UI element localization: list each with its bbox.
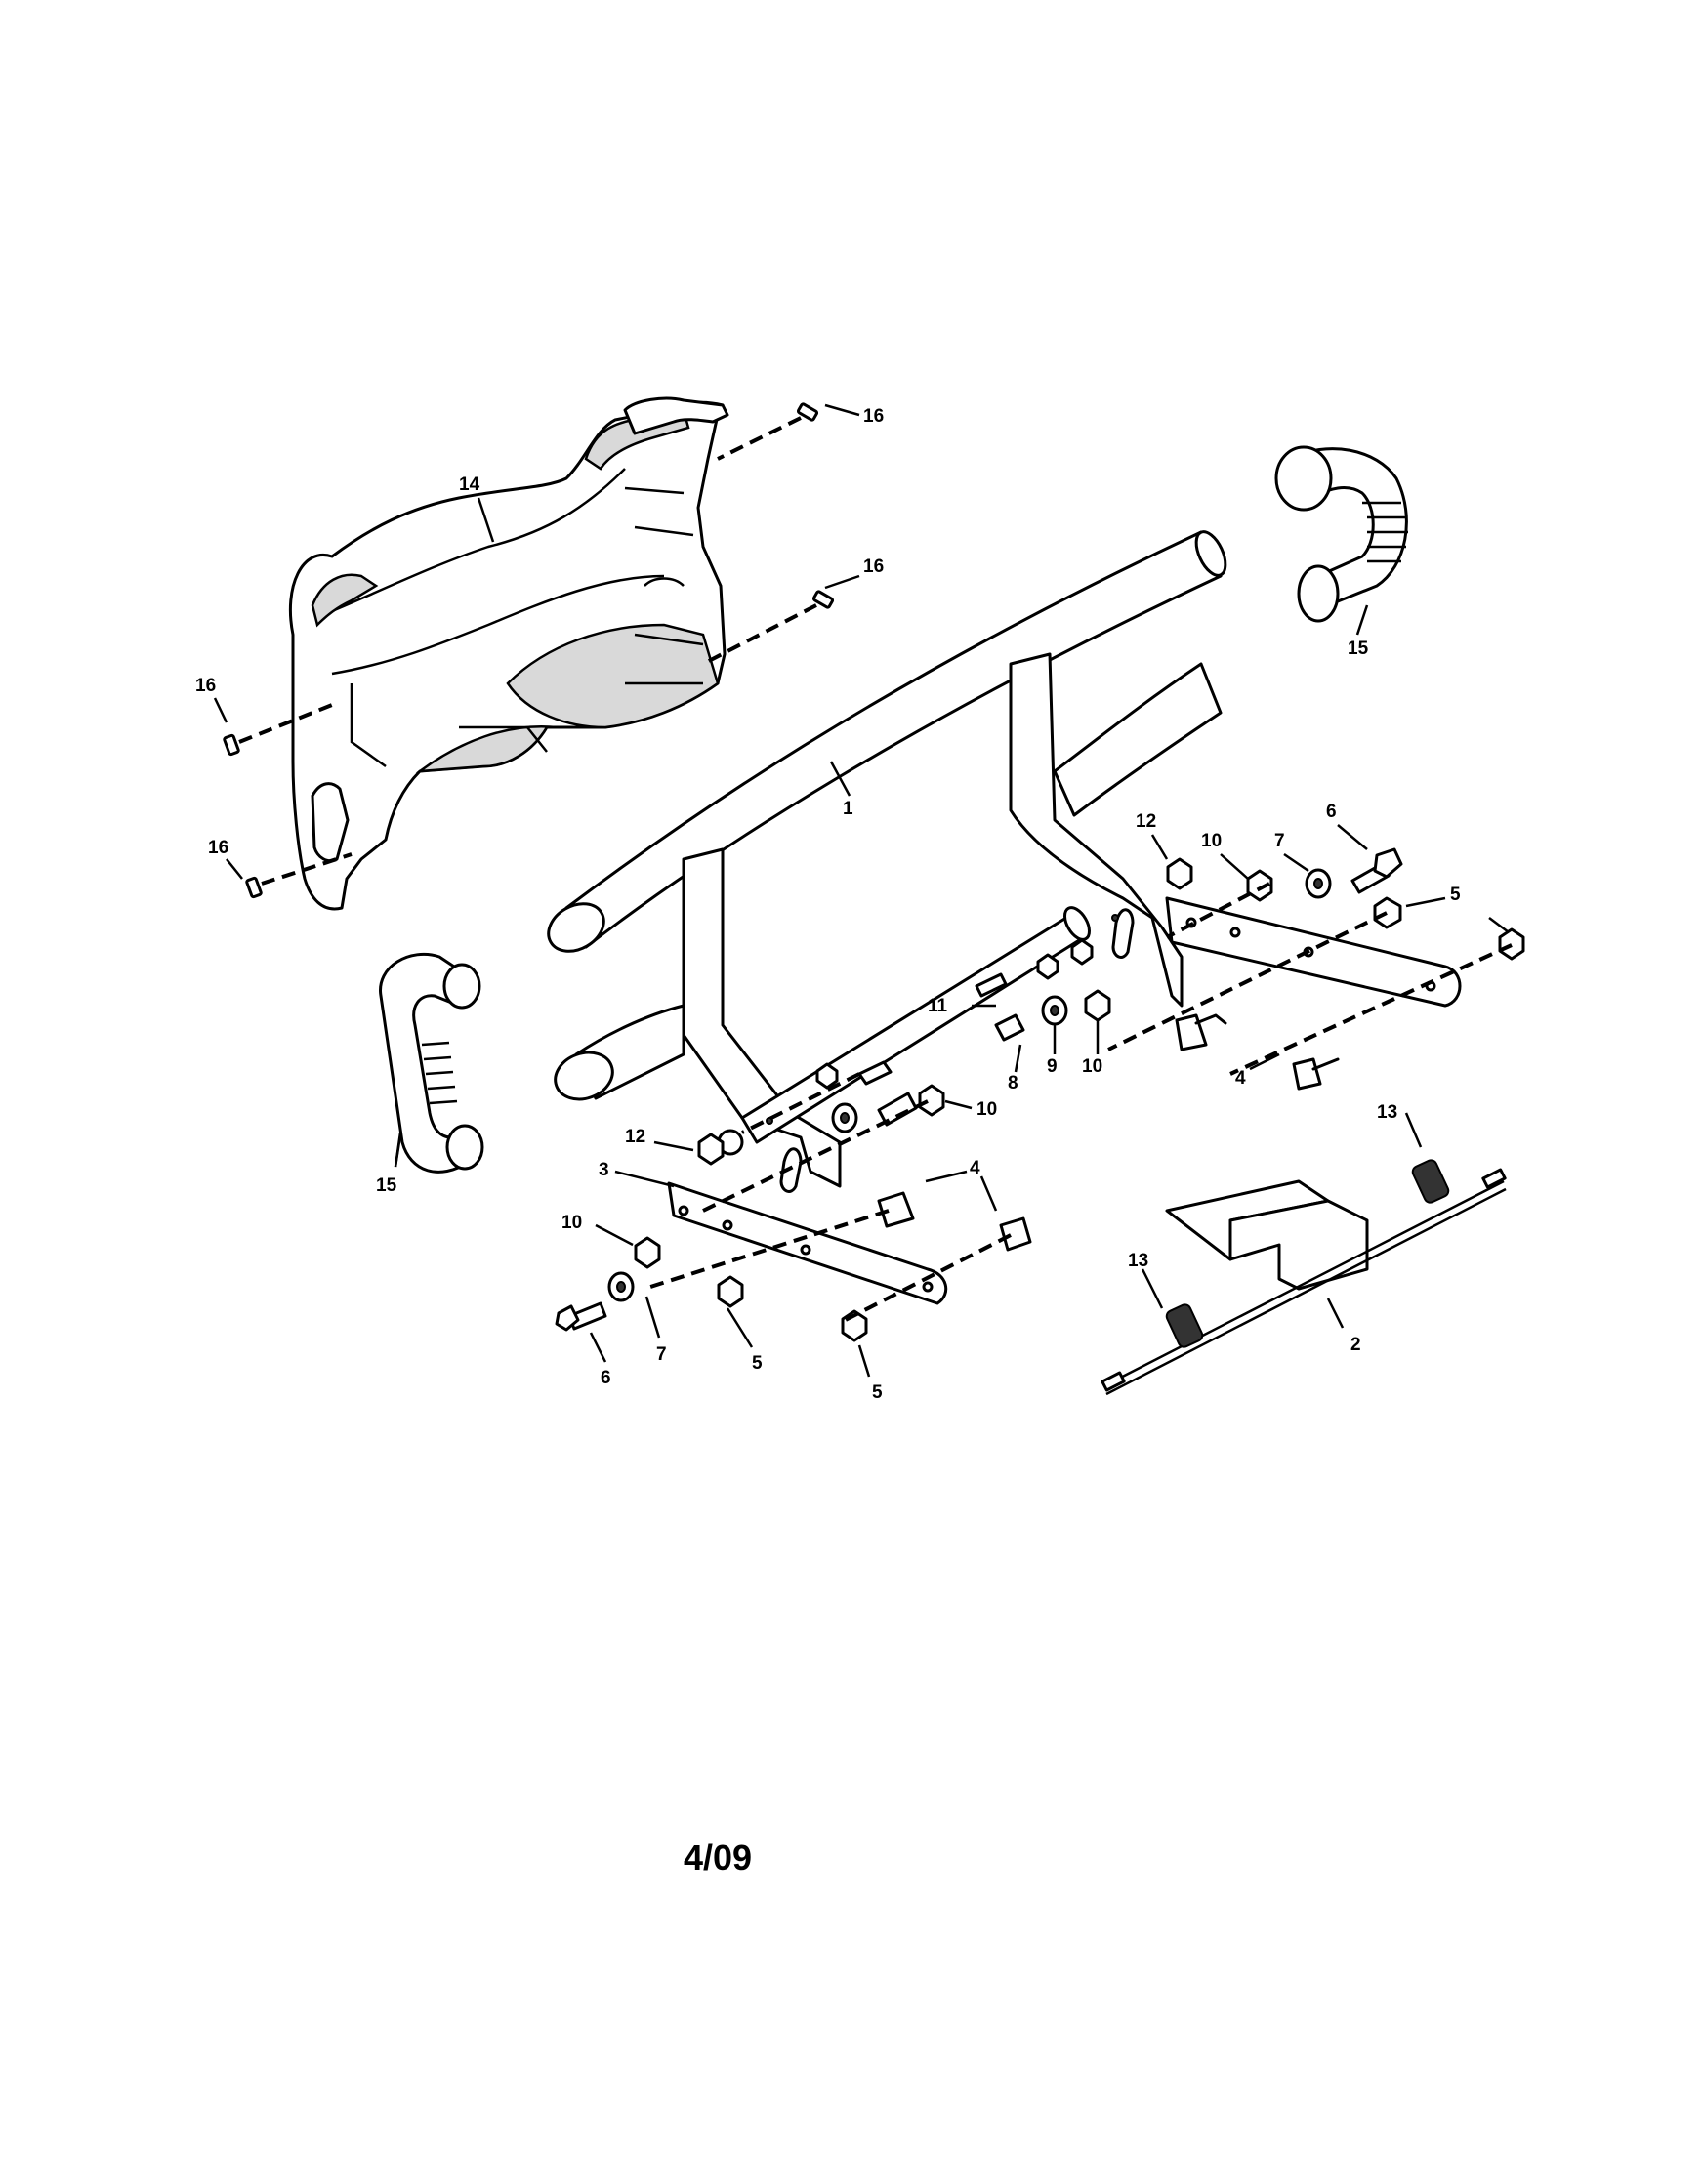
callout-nut-lock-right: 10 — [1201, 831, 1222, 851]
callout-bolt-carriage: 11 — [928, 996, 948, 1016]
alignment-line-1 — [1166, 882, 1270, 939]
spring-a — [1411, 1159, 1450, 1204]
callout-bolt-hex-right: 6 — [1326, 802, 1337, 822]
nut-lock-left-a — [918, 1084, 945, 1117]
nut-flange-right-b — [1498, 927, 1525, 961]
rod-part — [1101, 1168, 1507, 1396]
callout-nut-small-left: 12 — [625, 1127, 645, 1147]
callout-pin-right: 4 — [1235, 1068, 1246, 1089]
callout-rod: 2 — [1350, 1335, 1361, 1355]
bracket-left-part — [667, 1181, 948, 1305]
callout-screw-a: 16 — [863, 406, 884, 427]
callout-nut-flange-left-b: 5 — [872, 1382, 883, 1403]
spring-b — [1165, 1303, 1204, 1348]
cover-part — [288, 396, 729, 911]
handle-part-right — [1274, 445, 1408, 623]
callout-cover: 14 — [459, 474, 480, 495]
callout-washer-left: 7 — [656, 1344, 667, 1365]
callout-bolt-shoulder: 8 — [1008, 1073, 1018, 1093]
callout-labels: 16 16 16 16 14 1 15 15 12 10 7 6 5 11 8 … — [195, 406, 1461, 1403]
spring-parts — [1165, 1159, 1450, 1348]
callout-nut-flange-left-a: 5 — [752, 1353, 763, 1374]
callout-nut-lock-left-a: 10 — [976, 1099, 997, 1120]
callout-pin-left: 4 — [970, 1158, 980, 1178]
screw-path-c — [238, 701, 338, 744]
callout-spring-b: 13 — [1128, 1251, 1148, 1271]
nut-flange-right-a — [1373, 896, 1402, 929]
nut-flange-left-a — [717, 1275, 744, 1308]
screw-path-a — [717, 416, 802, 461]
pin-left-a — [877, 1191, 915, 1228]
screw-b — [811, 590, 835, 609]
callout-leaders — [213, 403, 1510, 1378]
callout-washer-flat: 9 — [1047, 1056, 1058, 1077]
alignment-line-6 — [839, 1233, 1012, 1325]
pin-left-b — [999, 1216, 1032, 1252]
hardware-left — [555, 1060, 1032, 1342]
callout-nut-small-right: 12 — [1136, 811, 1156, 832]
alignment-line-3 — [1229, 943, 1513, 1076]
nut-lock-left-b — [634, 1236, 661, 1269]
pin-right-b — [1292, 1057, 1322, 1091]
screw-a — [796, 402, 819, 422]
callout-screw-c: 16 — [195, 676, 216, 696]
bolt-shoulder — [994, 1013, 1025, 1042]
callout-screw-b: 16 — [863, 556, 884, 577]
callout-nut-flange-right: 5 — [1450, 885, 1461, 905]
callout-bracket-left: 3 — [599, 1160, 609, 1180]
callout-frame: 1 — [843, 799, 853, 819]
callout-spring-a: 13 — [1377, 1102, 1397, 1123]
nut-lock-right — [1246, 869, 1273, 902]
screw-parts — [223, 402, 835, 899]
handle-part-left — [379, 952, 484, 1174]
hardware-right — [975, 847, 1525, 1091]
callout-nut-lock-mid: 10 — [1082, 1056, 1102, 1077]
callout-screw-d: 16 — [208, 838, 228, 858]
nut-lock-mid — [1084, 989, 1111, 1022]
screw-path-d — [261, 852, 353, 886]
bolt-carriage — [975, 972, 1008, 998]
screw-c — [223, 733, 240, 757]
callout-bolt-hex-left: 6 — [601, 1368, 611, 1388]
alignment-line-5 — [741, 1072, 860, 1134]
callout-nut-lock-left-b: 10 — [561, 1213, 582, 1233]
nut-small-right — [1166, 857, 1193, 890]
alignment-line-2 — [1107, 911, 1388, 1051]
callout-handle-left: 15 — [376, 1175, 397, 1196]
callout-handle-right: 15 — [1348, 639, 1369, 659]
nut-small-left — [697, 1133, 725, 1166]
callout-washer-right: 7 — [1274, 831, 1285, 851]
pin-right-a — [1175, 1013, 1208, 1051]
revision-date: 4/09 — [684, 1837, 753, 1877]
screw-d — [245, 876, 263, 899]
